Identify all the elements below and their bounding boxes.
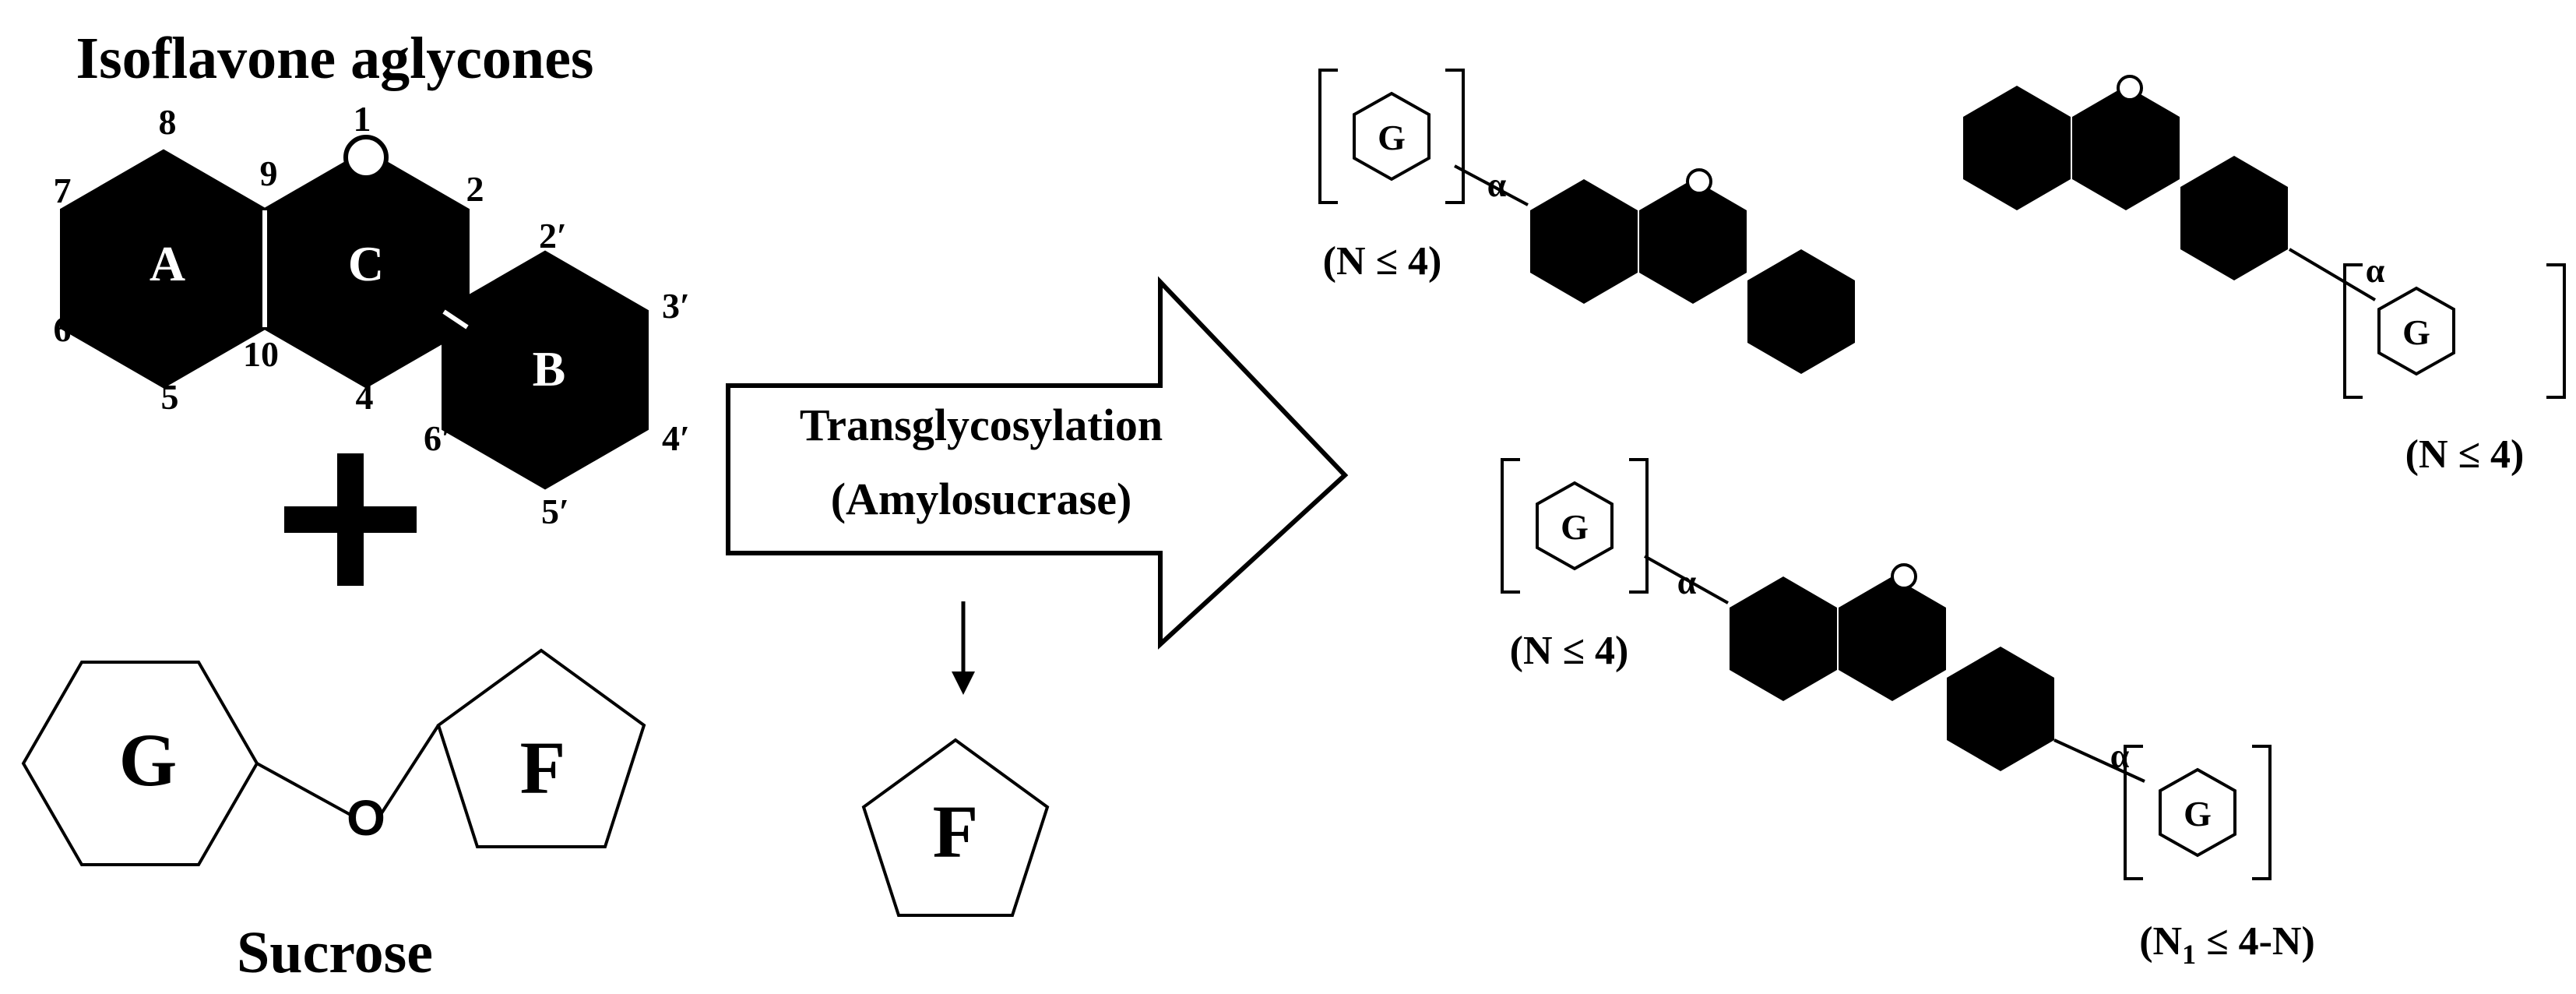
n1-suffix: ≤ 4-N) [2196,919,2315,964]
alpha-bond [1454,164,1529,206]
repeat-bracket-left [1501,458,1520,594]
repeat-bracket-right [1445,69,1465,204]
block-arrow [726,276,1349,650]
glycosidic-bond [256,762,353,817]
n1-prefix: (N [2139,919,2182,964]
atom-number: 7 [54,171,72,210]
ring-a-label: A [150,236,185,291]
reaction-arrow [726,276,1349,650]
fructose-pentagon [861,738,1050,917]
ring-b-hexagon [2180,156,2288,280]
atom-number: 2 [466,169,484,209]
atom-number: 6′ [424,418,452,458]
oxygen-atom-circle [1686,168,1712,195]
plus-sign [284,453,417,586]
atom-number: 4 [356,377,374,417]
atom-number: 10 [243,334,279,374]
ring-c-label: C [348,236,384,291]
atom-number: 6 [54,309,72,349]
ring-a-hexagon [1730,576,1837,701]
oxygen-linker-label: O [347,790,385,846]
ring-c-hexagon [2072,86,2180,210]
repeat-bracket-right [2252,745,2272,880]
atom-number: 4′ [662,418,690,458]
glucose-label: G [119,718,178,802]
glycosidic-bond [378,724,440,817]
alpha-label: α [2366,252,2385,290]
atom-number: 9 [260,153,278,193]
atom-number: 5 [161,377,179,417]
repeat-bracket-right [2546,263,2566,399]
alpha-label: α [2110,737,2130,775]
atom-number: 8 [159,102,177,142]
ring-a-hexagon [1963,86,2071,210]
fructose-label: F [520,726,566,809]
repeat-limit-label: (N ≤ 4) [1323,239,1442,284]
repeat-limit-label: (N ≤ 4) [1510,629,1629,673]
byproduct-arrow [952,601,975,695]
glucose-label: G [1561,507,1589,547]
repeat-bracket-right [1629,458,1649,594]
glucose-label: G [2184,794,2212,834]
alpha-bond [1644,555,1729,605]
ring-c-hexagon [1639,179,1747,304]
sucrose-label: Sucrose [237,920,433,985]
fructose-byproduct: F [861,738,1050,917]
isoflavone-skeleton [62,135,646,487]
product-7-4prime-di-o-glucoside [1501,458,2272,880]
oxygen-atom-circle [343,135,389,180]
ring-c-hexagon [1839,576,1946,701]
ring-a-hexagon [1530,179,1638,304]
oxygen-atom-circle [2117,75,2143,101]
alpha-bond [2053,738,2145,783]
repeat-bracket-left [1318,69,1338,204]
repeat-limit-label: (N ≤ 4) [2405,432,2525,477]
fructose-pentagon [436,648,646,848]
ring-b-hexagon [1747,249,1855,374]
ring-bc-bond [442,309,469,330]
reaction-label-line1: Transglycosylation [800,400,1163,450]
sucrose-molecule: G F O [22,648,646,866]
atom-number: 5′ [541,492,569,531]
repeat-limit-label-n1: (N1 ≤ 4-N) [2139,919,2315,970]
glucose-label: G [2402,312,2430,352]
product-4prime-o-glucoside [1963,75,2566,399]
alpha-bond [2288,248,2377,301]
oxygen-atom-circle [1891,563,1917,590]
alpha-label: α [1487,166,1507,204]
fructose-byproduct-label: F [933,790,979,873]
n1-subscript: 1 [2182,939,2196,970]
product-7-o-glucoside [1318,69,1855,374]
atom-number: 1 [354,99,371,139]
atom-number: 2′ [539,216,567,256]
reaction-label-line2: (Amylosucrase) [831,474,1132,524]
glucose-label: G [1378,118,1406,157]
repeat-bracket-left [2343,263,2363,399]
repeat-bracket-left [2124,745,2143,880]
ring-b-hexagon [1947,647,2054,771]
alpha-label: α [1677,563,1697,601]
title: Isoflavone aglycones [76,26,594,91]
atom-number: 3′ [662,286,690,326]
ring-b-label: B [533,341,566,397]
atom-number-labels: 1 2 4 5 6 7 8 9 10 2′ 3′ 4′ 5′ 6′ [54,99,690,531]
